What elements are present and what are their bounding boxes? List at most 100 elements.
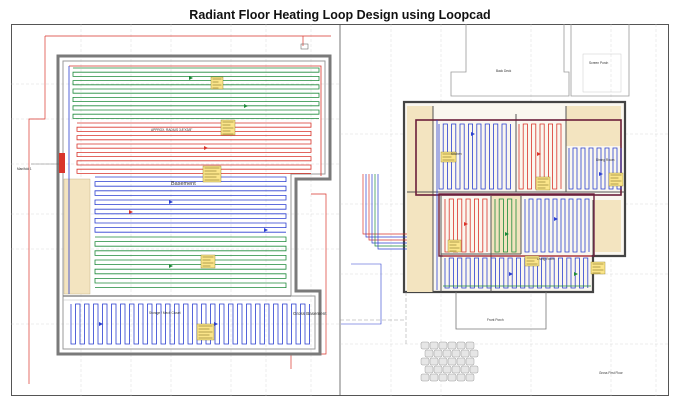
room-tag bbox=[440, 151, 457, 163]
stone bbox=[429, 373, 439, 382]
basement-outer-wall bbox=[56, 54, 332, 356]
stone bbox=[433, 365, 443, 374]
gross-basement-label: Gross Basement bbox=[293, 311, 327, 316]
flow-arrow bbox=[509, 272, 513, 276]
flow-arrow bbox=[244, 104, 248, 108]
stone bbox=[438, 357, 448, 366]
stone bbox=[447, 341, 457, 350]
stone bbox=[420, 341, 430, 350]
stone bbox=[456, 373, 466, 382]
stone bbox=[465, 373, 475, 382]
flow-arrow bbox=[264, 228, 268, 232]
room-tag bbox=[524, 255, 540, 267]
stone bbox=[469, 349, 479, 358]
floor-plans: Basement Gross Basement Storage / Mech C… bbox=[11, 24, 669, 396]
stone bbox=[447, 357, 457, 366]
flow-arrow bbox=[169, 264, 173, 268]
manifold-label: Manifold 1 bbox=[17, 167, 32, 171]
red-loop-lower-left bbox=[444, 198, 488, 253]
first-floor-tan-left bbox=[407, 106, 433, 292]
blue-loop-living bbox=[524, 198, 590, 253]
flow-arrow bbox=[537, 152, 541, 156]
stone bbox=[451, 365, 461, 374]
flow-arrow bbox=[99, 322, 103, 326]
first-floor-tan-right bbox=[566, 106, 621, 146]
blue-loop-front bbox=[444, 257, 589, 289]
supply-line bbox=[371, 174, 407, 244]
stone bbox=[460, 349, 470, 358]
room-tag bbox=[535, 176, 551, 191]
stone bbox=[460, 365, 470, 374]
room-tag bbox=[202, 165, 222, 183]
room-tag bbox=[220, 119, 236, 136]
basement-tan-area bbox=[63, 178, 91, 295]
first-floor-room-tags bbox=[440, 151, 624, 275]
green-loop-hall bbox=[494, 198, 517, 253]
room-tag bbox=[200, 254, 216, 269]
storage-label: Storage / Mech Closet bbox=[149, 311, 181, 315]
blue-loop-middle bbox=[94, 176, 287, 233]
first-floor-interior-walls bbox=[407, 106, 625, 292]
basement-room-tags bbox=[196, 76, 236, 341]
stone bbox=[433, 349, 443, 358]
stone bbox=[469, 365, 479, 374]
green-loop-upper bbox=[72, 67, 320, 119]
room-tag-box bbox=[210, 76, 224, 90]
room-tag-box bbox=[590, 261, 606, 275]
gross-first-floor-label: Gross First Floor bbox=[599, 371, 624, 375]
supply-line bbox=[365, 174, 407, 238]
basement-heating-loops bbox=[68, 65, 322, 345]
kitchen-label: Kitchen bbox=[451, 152, 462, 156]
front-porch-outline bbox=[455, 292, 547, 330]
supply-lines bbox=[341, 174, 407, 325]
room-tag bbox=[447, 239, 462, 253]
flow-arrow bbox=[574, 272, 578, 276]
flow-arrow bbox=[599, 172, 603, 176]
stone bbox=[442, 365, 452, 374]
flow-arrow bbox=[204, 146, 208, 150]
supply-line bbox=[377, 174, 407, 250]
blue-loop-kitchen bbox=[438, 123, 511, 190]
flow-arrow bbox=[214, 322, 218, 326]
first-floor-heating-loops bbox=[436, 120, 622, 290]
stone bbox=[429, 357, 439, 366]
property-line bbox=[28, 35, 331, 384]
stone bbox=[451, 349, 461, 358]
stone bbox=[438, 373, 448, 382]
basement-plan: Basement Gross Basement Storage / Mech C… bbox=[17, 35, 332, 384]
stone bbox=[442, 349, 452, 358]
green-loop-lower bbox=[94, 236, 287, 288]
supply-line bbox=[362, 174, 407, 235]
stone-path bbox=[420, 341, 479, 382]
approx-label: APPROX. RADIUS 3.8"X3/8" bbox=[151, 128, 192, 132]
page-title: Radiant Floor Heating Loop Design using … bbox=[189, 8, 491, 22]
room-tag-box bbox=[535, 176, 551, 191]
front-porch-label: Front Porch bbox=[487, 318, 504, 322]
dining-label: Dining Room bbox=[596, 158, 615, 162]
stone bbox=[424, 365, 434, 374]
room-tag bbox=[196, 323, 215, 341]
blue-loop-dining bbox=[568, 147, 622, 190]
first-floor-plan: Back Deck Screen Porch Kitchen Living Ro… bbox=[340, 24, 630, 382]
room-tag-box bbox=[447, 239, 462, 253]
flow-arrow bbox=[169, 200, 173, 204]
basement-label: Basement bbox=[171, 181, 196, 187]
supply-line bbox=[368, 174, 407, 241]
back-deck-outline bbox=[450, 24, 570, 97]
room-tag-box bbox=[608, 172, 624, 187]
stone bbox=[456, 341, 466, 350]
back-deck-label: Back Deck bbox=[496, 69, 512, 73]
flow-arrow bbox=[464, 222, 468, 226]
red-perimeter bbox=[69, 65, 322, 176]
stone bbox=[465, 341, 475, 350]
room-tag-box bbox=[200, 254, 216, 269]
stone bbox=[420, 373, 430, 382]
living-label: Living Room bbox=[537, 257, 555, 261]
red-loop-upper bbox=[76, 122, 312, 174]
flow-arrow bbox=[505, 232, 509, 236]
stone bbox=[465, 357, 475, 366]
stone bbox=[447, 373, 457, 382]
stone bbox=[424, 349, 434, 358]
room-tag bbox=[590, 261, 606, 275]
stone bbox=[429, 341, 439, 350]
